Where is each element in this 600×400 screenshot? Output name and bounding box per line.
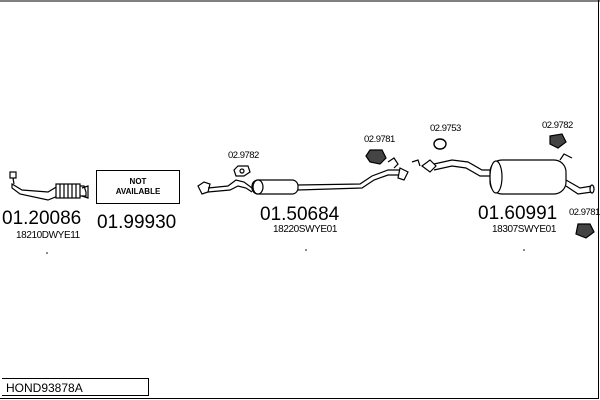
accessory-label-4: 02.9782 xyxy=(542,120,573,131)
part-number-front-pipe: 01.20086 xyxy=(2,208,82,229)
oem-code-front-pipe: 18210DWYE11 xyxy=(16,230,80,241)
dot-mark xyxy=(305,249,307,251)
not-available-line2: AVAILABLE xyxy=(115,187,161,196)
oem-code-middle-pipe: 18220SWYE01 xyxy=(273,224,337,235)
part-number-not-available: 01.99930 xyxy=(97,212,177,233)
accessory-clamp-1 xyxy=(365,149,387,165)
not-available-box: NOT AVAILABLE xyxy=(96,170,180,204)
accessory-label-5: 02.9781 xyxy=(569,207,600,218)
accessory-hanger-2 xyxy=(549,133,567,149)
kit-id-box: HOND93878A xyxy=(2,378,149,396)
accessory-label-2: 02.9781 xyxy=(364,134,395,145)
oem-code-rear-silencer: 18307SWYE01 xyxy=(492,224,556,235)
part-number-rear-silencer: 01.60991 xyxy=(478,203,558,224)
middle-pipe-part xyxy=(197,167,409,195)
accessory-hanger-1 xyxy=(233,165,251,177)
rear-silencer-part xyxy=(421,153,595,195)
dot-mark xyxy=(46,252,48,254)
accessory-label-3: 02.9753 xyxy=(430,123,461,134)
connector-hooks xyxy=(387,157,421,169)
dot-mark xyxy=(523,249,525,251)
accessory-gasket xyxy=(433,138,447,150)
not-available-line1: NOT xyxy=(129,177,147,186)
accessory-clamp-2 xyxy=(575,223,595,239)
part-number-middle-pipe: 01.50684 xyxy=(260,204,340,225)
front-pipe-part xyxy=(9,171,89,201)
accessory-label-1: 02.9782 xyxy=(228,150,259,161)
